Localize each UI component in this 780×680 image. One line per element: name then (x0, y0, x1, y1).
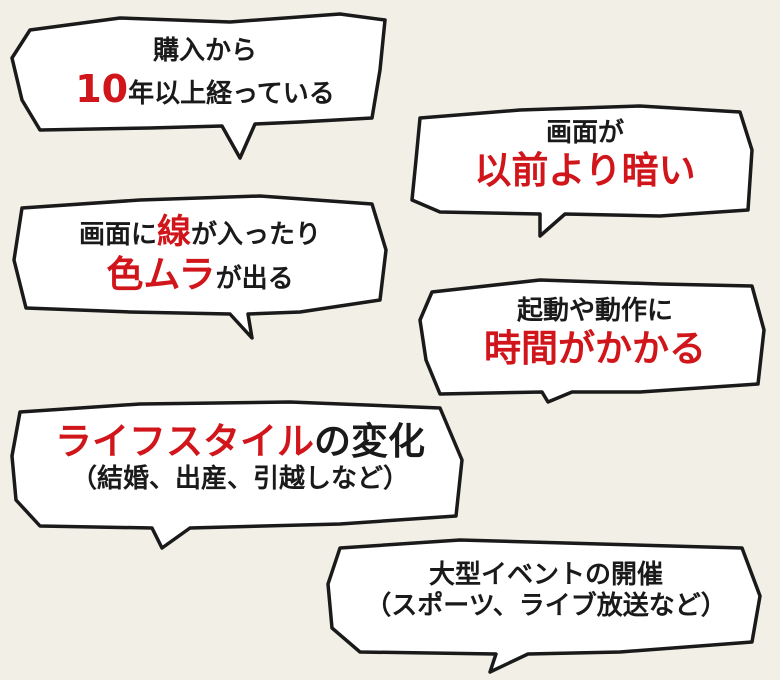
bubble-2-line-1: 画面が (545, 118, 624, 148)
bubble-5-line-1: ライフスタイルの変化 (20, 420, 460, 464)
bubble-2-line-2: 以前より暗い (474, 149, 696, 193)
bubble-4-line-1: 起動や動作に (516, 296, 673, 326)
bubble-4-line-2: 時間がかかる (484, 327, 706, 371)
bubble-3-line-2-red: 色ムラ (106, 252, 216, 296)
bubble-5-line-2: （結婚、出産、引越しなど） (70, 464, 409, 495)
speech-bubble-4 (418, 278, 766, 404)
bubble-3-line-1-red: 線 (157, 212, 191, 252)
bubble-3-line-1-a: 画面に (78, 220, 157, 250)
bubble-1-years: 10 (75, 67, 129, 112)
speech-bubble-5 (10, 400, 464, 550)
speech-bubble-3 (12, 194, 388, 340)
bubble-1-line-2: 10年以上経っている (30, 67, 380, 113)
bubble-4-text: 起動や動作に 時間がかかる (430, 296, 760, 372)
speech-bubble-6 (326, 538, 762, 674)
bubble-1-line-2-rest: 年以上経っている (128, 79, 335, 110)
bubble-3-line-2-rest: が出る (215, 263, 294, 294)
bubble-6-line-1: 大型イベントの開催 (428, 560, 663, 590)
bubble-3-line-1: 画面に線が入ったり (20, 212, 380, 253)
bubble-3-line-1-b: が入ったり (191, 220, 322, 250)
speech-bubble-1 (10, 12, 387, 160)
bubble-5-text: ライフスタイルの変化 （結婚、出産、引越しなど） (20, 420, 460, 496)
bubble-6-line-2: （スポーツ、ライブ放送など） (365, 591, 727, 622)
bubble-3-line-2: 色ムラが出る (20, 253, 380, 297)
bubble-5-line-1-red: ライフスタイル (55, 420, 314, 463)
bubble-6-text: 大型イベントの開催 （スポーツ、ライブ放送など） (332, 560, 760, 622)
bubble-1-line-1: 購入から (152, 36, 257, 66)
bubble-5-line-1-rest: の変化 (314, 420, 425, 463)
bubble-3-text: 画面に線が入ったり 色ムラが出る (20, 212, 380, 297)
bubble-1-text: 購入から 10年以上経っている (30, 36, 380, 113)
bubble-2-text: 画面が 以前より暗い (420, 118, 750, 194)
speech-bubble-2 (410, 104, 754, 238)
